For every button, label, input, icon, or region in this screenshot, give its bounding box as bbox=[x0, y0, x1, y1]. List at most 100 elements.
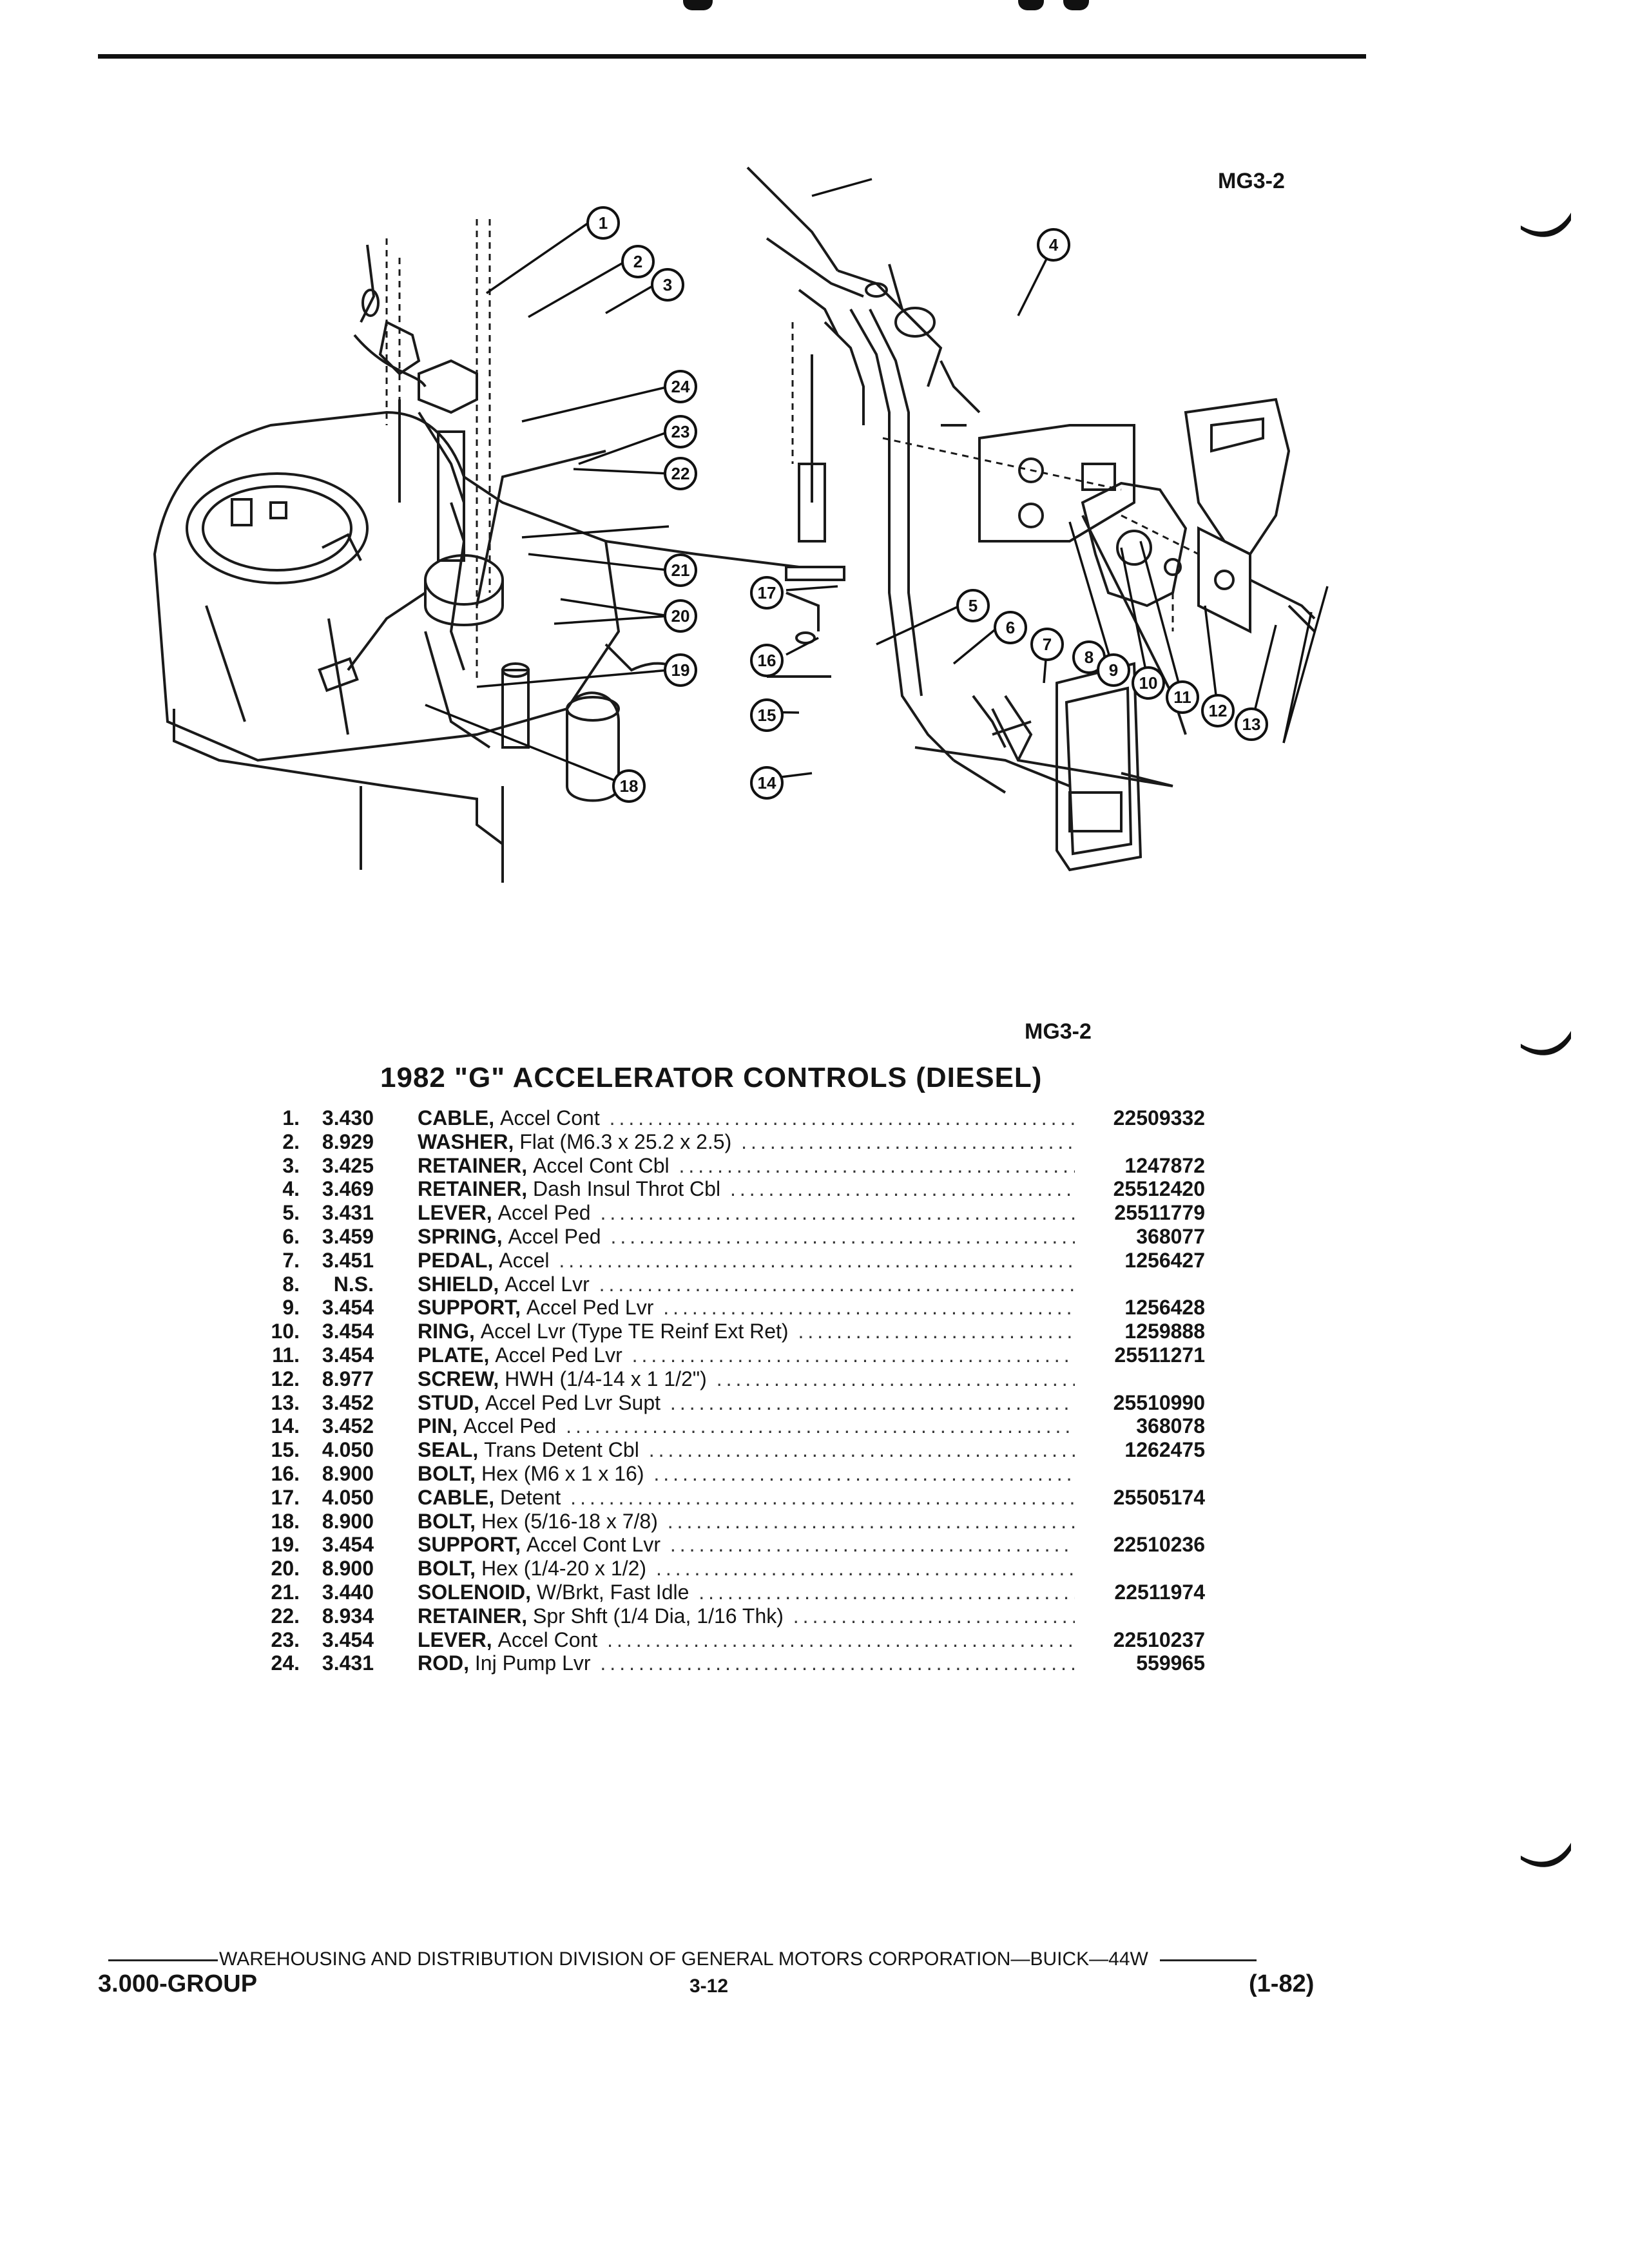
callout-number: 24 bbox=[671, 377, 690, 396]
callout-number: 2 bbox=[633, 252, 642, 271]
part-description: SOLENOID, W/Brkt, Fast Idle ............… bbox=[418, 1581, 1075, 1604]
callout-circle bbox=[1097, 653, 1130, 687]
callout-number: 12 bbox=[1209, 701, 1228, 720]
part-name: BOLT, bbox=[418, 1509, 476, 1533]
item-number: 15. bbox=[271, 1438, 300, 1462]
part-description: SPRING, Accel Ped ......................… bbox=[418, 1225, 1075, 1249]
part-name: SOLENOID, bbox=[418, 1580, 532, 1604]
revision-date: (1-82) bbox=[1249, 1970, 1315, 1997]
binder-tab-mark bbox=[1521, 213, 1571, 237]
part-detail: Trans Detent Cbl bbox=[484, 1438, 639, 1462]
callout-circle bbox=[664, 415, 697, 448]
part-number: 1247872 bbox=[1124, 1153, 1205, 1177]
leader-dots: ........................................… bbox=[609, 1106, 1075, 1129]
group-code: 8.900 bbox=[322, 1461, 374, 1485]
part-detail: Spr Shft (1/4 Dia, 1/16 Thk) bbox=[532, 1604, 784, 1628]
leader-dots: ........................................… bbox=[663, 1296, 1075, 1320]
item-number: 21. bbox=[271, 1580, 300, 1604]
callout-circle bbox=[994, 611, 1027, 644]
part-description: CABLE, Detent ..........................… bbox=[418, 1486, 1075, 1510]
leader-dots: ........................................… bbox=[798, 1320, 1075, 1343]
part-detail: HWH (1/4-14 x 1 1/2") bbox=[505, 1367, 707, 1390]
leader-dots: ........................................… bbox=[670, 1390, 1075, 1414]
publisher-text: WAREHOUSING AND DISTRIBUTION DIVISION OF… bbox=[219, 1948, 1148, 1970]
group-code: 8.900 bbox=[322, 1509, 374, 1533]
part-number: 25511779 bbox=[1114, 1201, 1205, 1225]
part-description: WASHER, Flat (M6.3 x 25.2 x 2.5) .......… bbox=[418, 1130, 1075, 1154]
leader-dots: ........................................… bbox=[653, 1461, 1075, 1485]
item-number: 9. bbox=[282, 1296, 300, 1320]
part-detail: W/Brkt, Fast Idle bbox=[536, 1580, 689, 1604]
part-description: ROD, Inj Pump Lvr ......................… bbox=[418, 1651, 1075, 1675]
part-description: LEVER, Accel Cont ......................… bbox=[418, 1628, 1075, 1652]
part-name: RING, bbox=[418, 1320, 475, 1343]
callout-circle bbox=[1132, 666, 1165, 700]
group-code: 3.431 bbox=[322, 1651, 374, 1675]
leader-dots: ........................................… bbox=[716, 1367, 1075, 1390]
callout-circle bbox=[1235, 707, 1268, 741]
item-number: 5. bbox=[282, 1201, 300, 1225]
callout-circle bbox=[1037, 228, 1070, 262]
item-number: 8. bbox=[282, 1272, 300, 1296]
group-code: 3.454 bbox=[322, 1320, 374, 1343]
part-number: 25512420 bbox=[1113, 1177, 1205, 1201]
part-name: PLATE, bbox=[418, 1343, 490, 1367]
header-rule bbox=[98, 54, 1366, 59]
part-detail: Accel Cont bbox=[497, 1628, 598, 1651]
group-code: 8.900 bbox=[322, 1557, 374, 1581]
callout-number: 5 bbox=[969, 596, 978, 615]
group-code: 3.454 bbox=[322, 1343, 374, 1367]
group-code: 3.440 bbox=[322, 1580, 374, 1604]
group-code: 4.050 bbox=[322, 1485, 374, 1509]
item-number: 19. bbox=[271, 1533, 300, 1557]
part-number: 1256428 bbox=[1124, 1296, 1205, 1320]
group-code: 8.934 bbox=[322, 1604, 374, 1628]
part-name: LEVER, bbox=[418, 1628, 492, 1651]
callout-circle bbox=[664, 370, 697, 403]
part-detail: Hex (M6 x 1 x 16) bbox=[481, 1461, 644, 1485]
part-detail: Accel Cont Cbl bbox=[532, 1153, 670, 1177]
leader-dots: ........................................… bbox=[631, 1343, 1075, 1367]
part-detail: Accel Ped bbox=[497, 1201, 591, 1225]
footer-rule-left bbox=[108, 1959, 218, 1961]
group-code: 3.454 bbox=[322, 1296, 374, 1320]
part-description: PEDAL, Accel ...........................… bbox=[418, 1249, 1075, 1273]
callout-number: 4 bbox=[1049, 235, 1059, 255]
part-name: CABLE, bbox=[418, 1106, 495, 1129]
callout-circle bbox=[750, 644, 784, 677]
group-label: 3.000-GROUP bbox=[98, 1970, 258, 1997]
group-code: 3.452 bbox=[322, 1414, 374, 1438]
item-number: 11. bbox=[272, 1343, 300, 1367]
part-number: 559965 bbox=[1136, 1651, 1205, 1675]
part-name: RETAINER, bbox=[418, 1153, 528, 1177]
part-name: PIN, bbox=[418, 1414, 458, 1438]
leader-dots: ........................................… bbox=[655, 1557, 1075, 1581]
leader-dots: ........................................… bbox=[600, 1651, 1075, 1675]
part-name: BOLT, bbox=[418, 1557, 476, 1581]
group-code: N.S. bbox=[333, 1272, 374, 1296]
item-number: 16. bbox=[271, 1461, 300, 1485]
part-description: SCREW, HWH (1/4-14 x 1 1/2") ...........… bbox=[418, 1367, 1075, 1391]
part-detail: Inj Pump Lvr bbox=[474, 1651, 591, 1675]
callout-number: 23 bbox=[671, 422, 690, 441]
part-detail: Dash Insul Throt Cbl bbox=[532, 1177, 721, 1201]
callout-circle bbox=[651, 268, 684, 302]
leader-dots: ........................................… bbox=[648, 1438, 1075, 1462]
callout-number: 22 bbox=[671, 464, 690, 483]
item-number: 7. bbox=[282, 1248, 300, 1272]
item-number: 14. bbox=[271, 1414, 300, 1438]
group-code: 4.050 bbox=[322, 1438, 374, 1462]
part-detail: Accel Ped bbox=[508, 1224, 601, 1248]
